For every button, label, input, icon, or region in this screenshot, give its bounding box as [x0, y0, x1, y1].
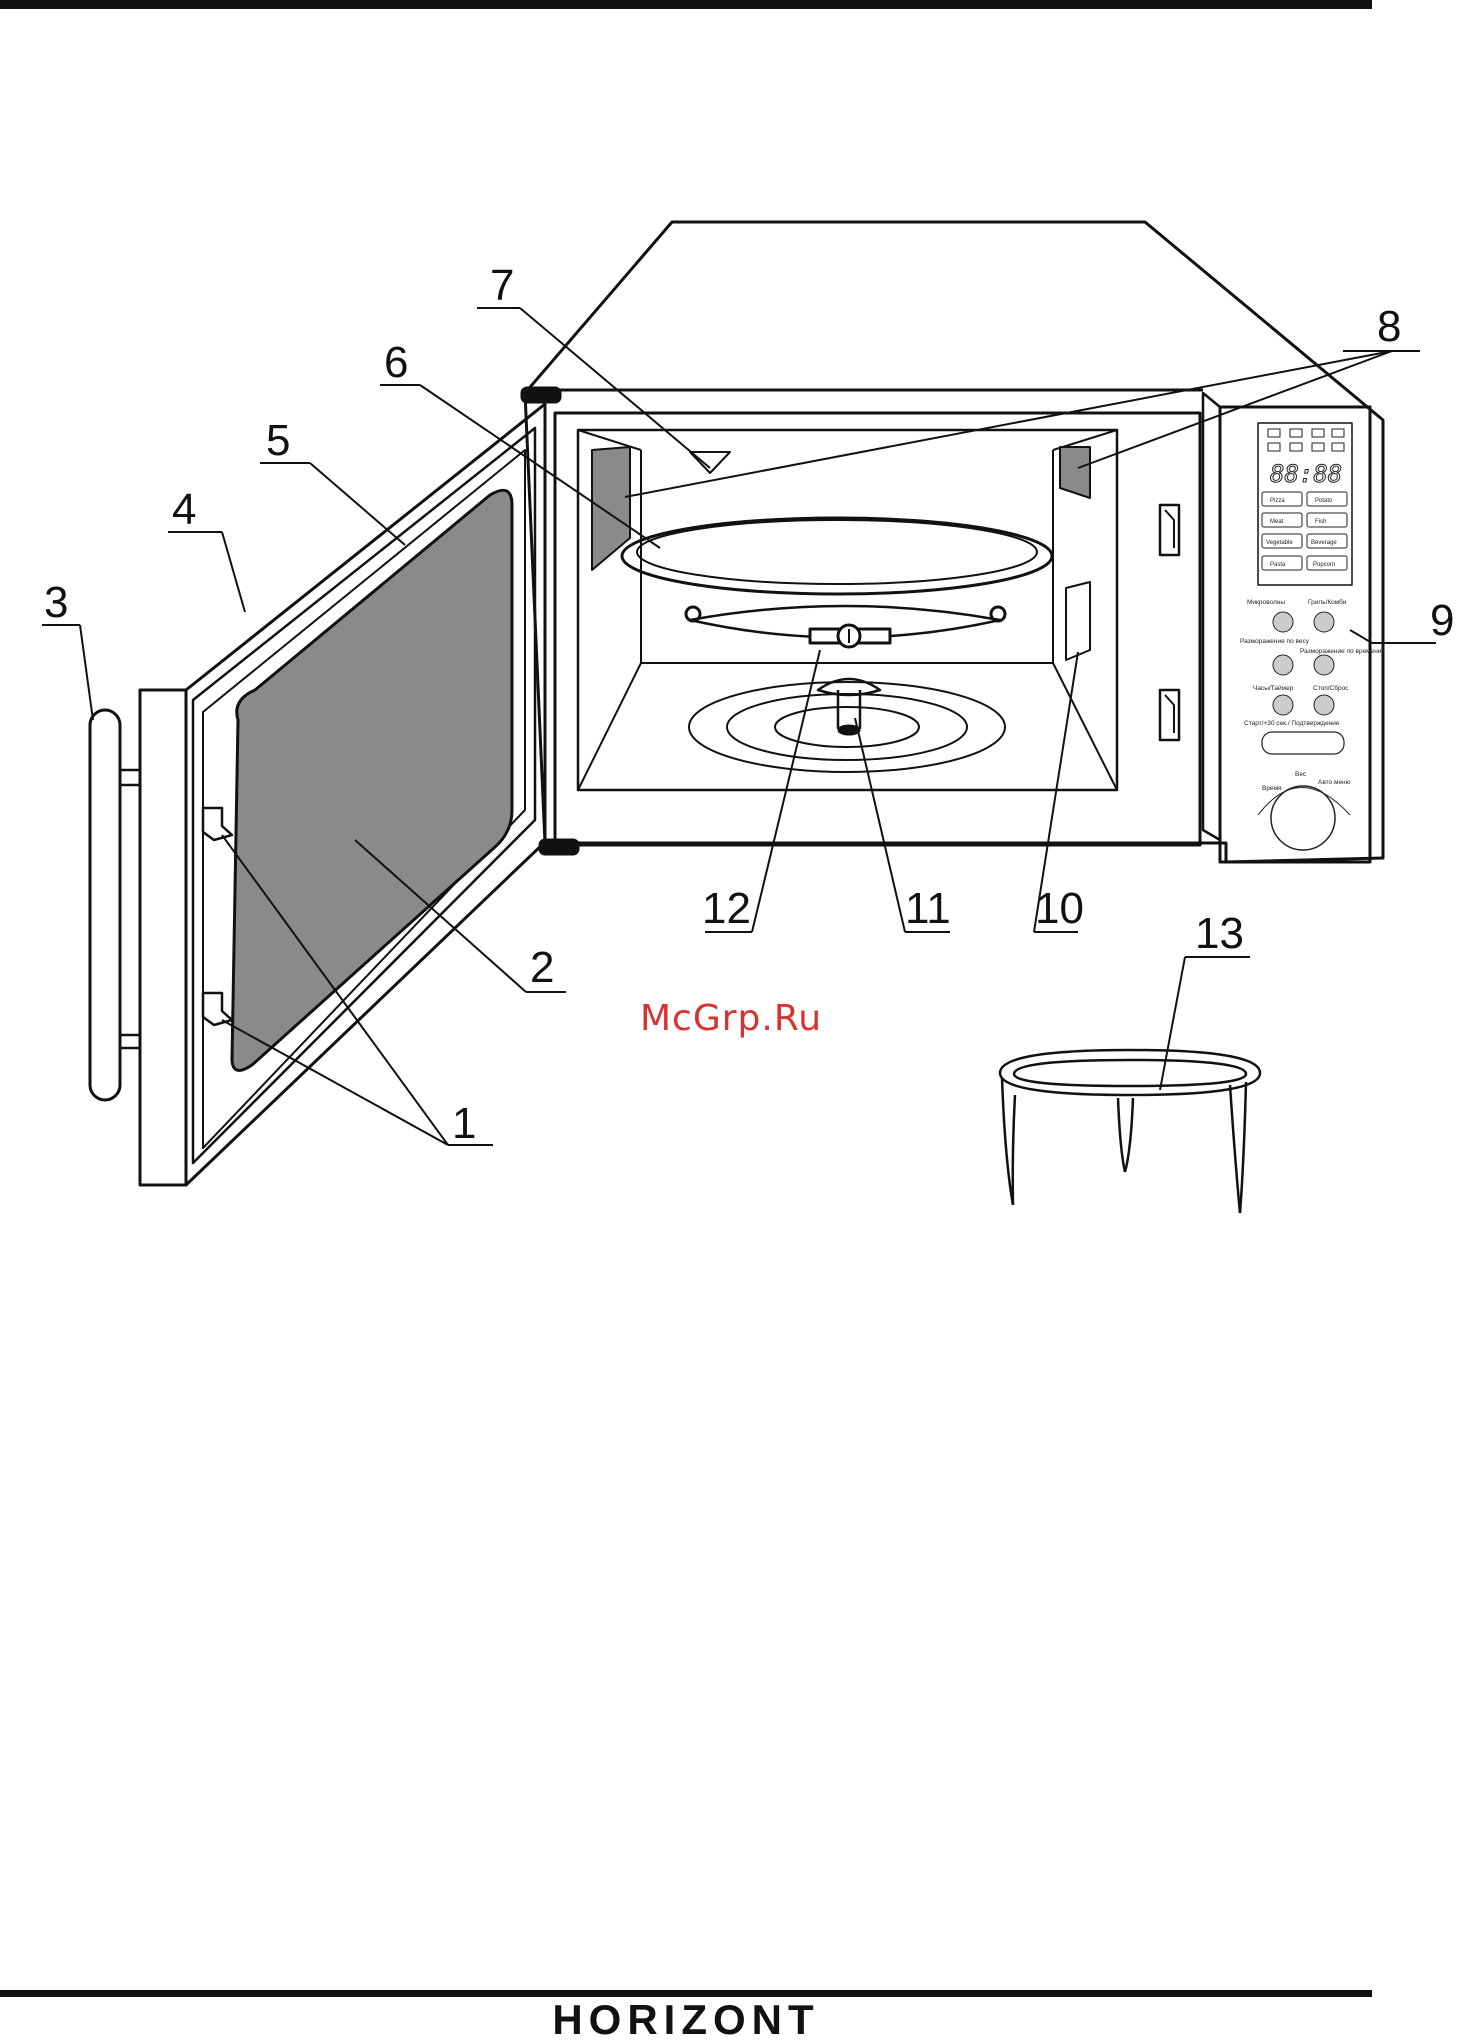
microwave-button[interactable]: [1273, 612, 1293, 632]
program-vegetable[interactable]: Vegetable: [1266, 540, 1293, 546]
cavity-inner: [578, 430, 1117, 790]
callout-1: 1: [452, 1099, 476, 1148]
label-start: Старт/+30 сек./ Подтверждение: [1244, 720, 1340, 727]
label-defrost-weight: Разморажение по весу: [1240, 638, 1310, 645]
program-pizza[interactable]: Pizza: [1270, 498, 1285, 504]
grill-rack: [1000, 1050, 1260, 1213]
watermark: McGrp.Ru: [640, 998, 822, 1039]
brand-logo: HORIZONT: [0, 1996, 1372, 2044]
glass-tray-outer: [622, 518, 1052, 594]
callout-11: 11: [905, 884, 951, 933]
door-hook-top: [203, 808, 232, 840]
program-pasta[interactable]: Pasta: [1270, 562, 1286, 568]
label-clock: Часы/Таймер: [1253, 684, 1294, 692]
label-microwave: Микроволны: [1247, 599, 1285, 606]
stop-button[interactable]: [1314, 695, 1334, 715]
program-beverage[interactable]: Beverage: [1311, 540, 1337, 546]
control-dial[interactable]: [1271, 786, 1335, 850]
glass-tray-inner: [637, 520, 1037, 584]
callout-8: 8: [1377, 302, 1401, 351]
dial-label-weight: Вес: [1295, 771, 1307, 778]
callout-5: 5: [266, 416, 290, 465]
callout-3: 3: [44, 578, 68, 627]
light-cover: [1066, 582, 1090, 660]
dial-label-automenu: Авто меню: [1318, 779, 1351, 786]
program-fish[interactable]: Fish: [1315, 519, 1326, 525]
callout-12: 12: [702, 884, 751, 933]
display-digits: 88:88: [1270, 460, 1342, 488]
microwave-body-outline: [525, 222, 1383, 862]
grill-button[interactable]: [1314, 612, 1334, 632]
callout-2: 2: [530, 943, 554, 992]
callout-6: 6: [384, 338, 408, 387]
latch-hole-top: [1160, 505, 1179, 555]
program-potato[interactable]: Potato: [1315, 498, 1333, 504]
callout-9: 9: [1430, 596, 1454, 645]
label-grill: Гриль/Комби: [1308, 598, 1347, 606]
clock-button[interactable]: [1273, 695, 1293, 715]
door-hook-bottom: [203, 993, 232, 1025]
display-icons: [1268, 429, 1344, 451]
callout-7: 7: [490, 261, 514, 310]
waveguide-cover-right: [1060, 447, 1090, 498]
program-meat[interactable]: Meat: [1270, 519, 1284, 525]
defrost-weight-button[interactable]: [1273, 655, 1293, 675]
hinge-top: [522, 388, 560, 402]
label-stop: Стоп/Сброс: [1313, 684, 1349, 692]
control-panel-frame: [1203, 393, 1220, 840]
callout-10: 10: [1035, 884, 1084, 933]
dial-label-time: Время: [1262, 785, 1282, 792]
cavity-ceiling: [578, 430, 641, 450]
callout-13: 13: [1195, 909, 1244, 958]
label-defrost-time: Разморажение по времени: [1300, 648, 1382, 655]
defrost-time-button[interactable]: [1314, 655, 1334, 675]
shaft-hole: [839, 726, 859, 734]
program-popcorn[interactable]: Popcorn: [1313, 562, 1335, 568]
microwave-diagram: 88:88 Pizza Potato Meat Fish Vegetable B…: [0, 0, 1471, 1260]
callout-4: 4: [172, 485, 196, 534]
start-button[interactable]: [1262, 732, 1344, 754]
door-handle: [90, 710, 120, 1100]
latch-hole-bottom: [1160, 690, 1179, 740]
display-window: [1258, 423, 1352, 585]
